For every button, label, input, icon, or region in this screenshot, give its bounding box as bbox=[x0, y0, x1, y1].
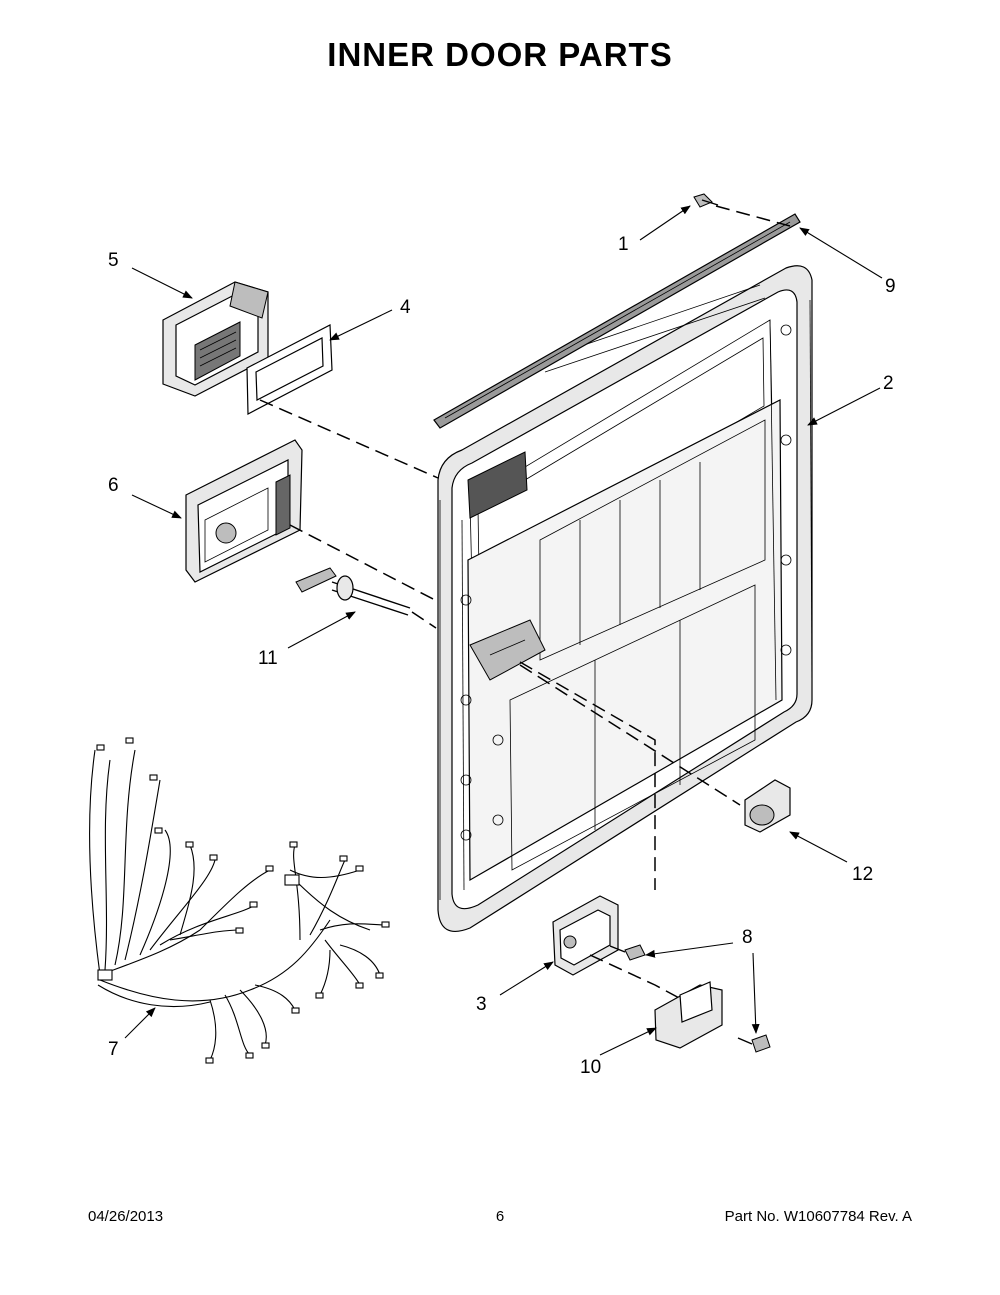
callout-leaders bbox=[124, 205, 883, 1056]
callout-1: 1 bbox=[618, 234, 629, 255]
callout-3: 3 bbox=[476, 994, 487, 1015]
callout-10: 10 bbox=[580, 1057, 601, 1078]
latch-actuator bbox=[744, 779, 791, 833]
door-switch-module bbox=[552, 895, 619, 976]
footer-part-number: Part No. W10607784 Rev. A bbox=[724, 1208, 912, 1225]
callout-labels: 1 2 3 4 5 6 7 8 9 10 11 12 bbox=[108, 234, 896, 1078]
callout-5: 5 bbox=[108, 250, 119, 271]
callout-9: 9 bbox=[885, 276, 896, 297]
callout-2: 2 bbox=[883, 373, 894, 394]
callout-11: 11 bbox=[258, 648, 278, 669]
mounting-screw-upper bbox=[609, 944, 646, 961]
callout-8: 8 bbox=[742, 927, 753, 948]
mounting-bracket bbox=[654, 981, 723, 1049]
callout-7: 7 bbox=[108, 1039, 119, 1060]
wire-harness bbox=[89, 737, 390, 1064]
detergent-dispenser bbox=[185, 439, 303, 583]
page-title: INNER DOOR PARTS bbox=[327, 36, 673, 73]
footer-page-number: 6 bbox=[495, 1208, 505, 1225]
door-latch-rod bbox=[295, 567, 411, 616]
callout-12: 12 bbox=[852, 864, 873, 885]
callout-6: 6 bbox=[108, 475, 119, 496]
callout-4: 4 bbox=[400, 297, 411, 318]
top-trim-strip bbox=[433, 213, 801, 429]
inner-door-panel bbox=[437, 265, 813, 932]
footer-date: 04/26/2013 bbox=[88, 1208, 164, 1225]
mounting-screw-lower bbox=[737, 1034, 771, 1053]
vent-assembly bbox=[162, 281, 269, 397]
door-screw-top bbox=[693, 193, 719, 208]
vent-gasket bbox=[246, 324, 333, 415]
